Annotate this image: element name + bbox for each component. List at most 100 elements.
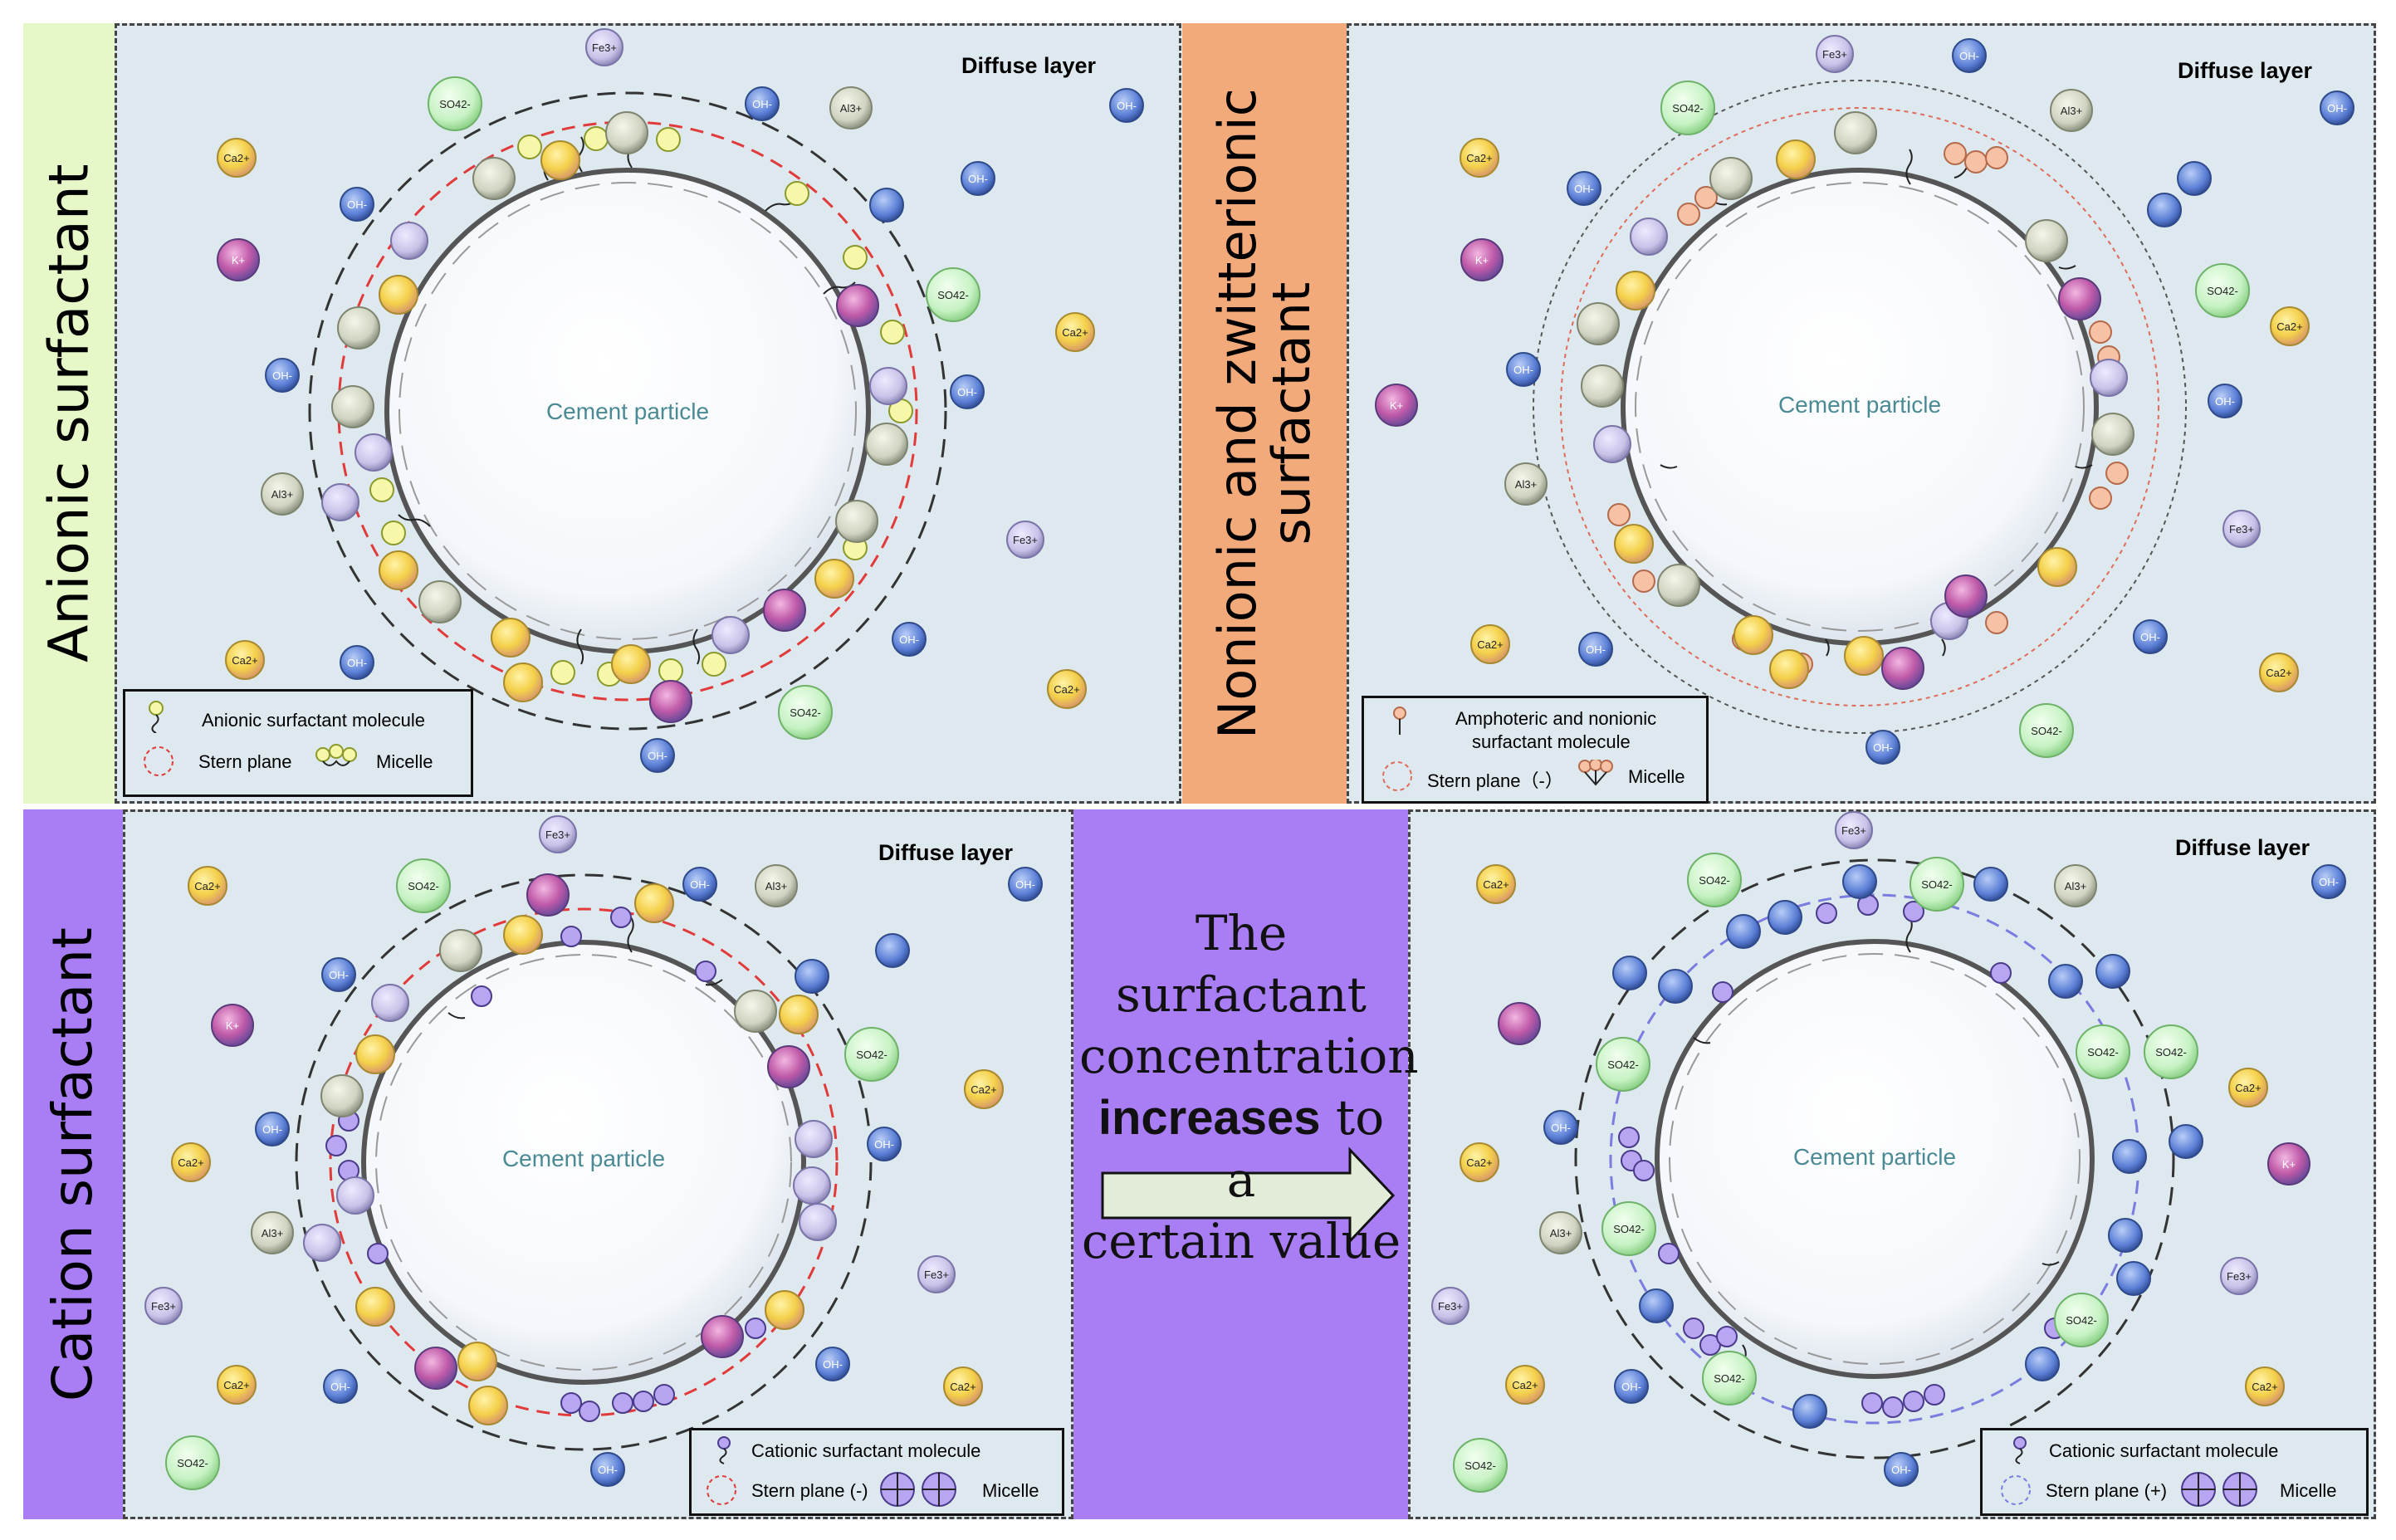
svg-text:K+: K+: [1475, 254, 1489, 266]
nonionic-particle: [1533, 80, 2187, 734]
svg-text:Ca2+: Ca2+: [194, 880, 220, 892]
so4-ions: [165, 76, 2250, 1493]
svg-text:OH-: OH-: [2319, 876, 2339, 888]
cation-strip: Cation surfactant: [23, 809, 123, 1519]
svg-text:Ca2+: Ca2+: [2252, 1381, 2277, 1393]
svg-text:Fe3+: Fe3+: [2229, 523, 2254, 535]
svg-text:SO42-: SO42-: [2031, 725, 2062, 737]
concentration-text-line3: increases to a: [1079, 1087, 1403, 1210]
svg-text:OH-: OH-: [1586, 643, 1606, 656]
fe-ions: [144, 28, 2261, 1325]
cation-legend-stern: Stern plane (-): [751, 1480, 868, 1501]
svg-text:Ca2+: Ca2+: [1062, 326, 1088, 339]
svg-text:SO42-: SO42-: [937, 289, 969, 301]
anionic-legend-molecule: Anionic surfactant molecule: [202, 710, 426, 731]
svg-text:Ca2+: Ca2+: [1483, 878, 1509, 891]
svg-text:SO42-: SO42-: [1699, 874, 1730, 887]
anionic-particle-label: Cement particle: [546, 398, 709, 424]
svg-text:OH-: OH-: [1959, 50, 1979, 62]
svg-text:SO42-: SO42-: [1672, 102, 1704, 115]
svg-text:Ca2+: Ca2+: [1512, 1379, 1538, 1391]
svg-text:Fe3+: Fe3+: [924, 1269, 949, 1281]
svg-text:OH-: OH-: [272, 369, 292, 382]
cation-stern-icon: [707, 1475, 736, 1505]
svg-text:SO42-: SO42-: [2066, 1314, 2097, 1327]
svg-text:OH-: OH-: [1873, 741, 1893, 754]
nonionic-micelle-icon: [1578, 760, 1613, 786]
concentration-text-line1: The surfactant: [1116, 905, 1367, 1023]
ca-ions: [171, 138, 2310, 1425]
oh-ions: [255, 38, 2354, 1487]
svg-text:Al3+: Al3+: [1550, 1227, 1572, 1239]
svg-text:SO42-: SO42-: [790, 706, 821, 719]
svg-text:OH-: OH-: [2327, 102, 2347, 115]
svg-text:SO42-: SO42-: [856, 1049, 887, 1061]
nonionic-particle-label: Cement particle: [1778, 392, 1941, 418]
nonionic-legend-micelle: Micelle: [1628, 766, 1685, 787]
anionic-strip: Anionic surfactant: [23, 23, 115, 804]
nonionic-legend-molecule-line2: surfactant molecule: [1472, 731, 1631, 752]
cation-high-legend-micelle: Micelle: [2280, 1480, 2337, 1501]
anionic-legend-micelle: Micelle: [376, 751, 433, 772]
svg-text:OH-: OH-: [598, 1464, 618, 1476]
cation-high-diffuse-label: Diffuse layer: [2175, 835, 2310, 860]
svg-text:OH-: OH-: [690, 878, 710, 891]
concentration-text-rest: to a: [1226, 1089, 1385, 1208]
svg-text:Fe3+: Fe3+: [1013, 534, 1038, 546]
svg-text:Fe3+: Fe3+: [545, 829, 570, 841]
anionic-micelle-icon: [315, 744, 357, 766]
svg-text:K+: K+: [1390, 399, 1403, 412]
svg-text:OH-: OH-: [752, 98, 772, 110]
anionic-legend-stern: Stern plane: [198, 751, 292, 772]
svg-text:OH-: OH-: [347, 198, 367, 211]
svg-text:SO42-: SO42-: [2207, 285, 2238, 297]
cation-micelle-icon: [880, 1472, 956, 1507]
cation-legend: Cationic surfactant molecule Stern plane…: [689, 1428, 1064, 1516]
al-ions: [251, 86, 2134, 1254]
cation-diffuse-label: Diffuse layer: [878, 840, 1014, 865]
svg-text:Al3+: Al3+: [2065, 880, 2086, 892]
svg-text:SO42-: SO42-: [177, 1457, 208, 1469]
cation-legend-molecule: Cationic surfactant molecule: [751, 1440, 981, 1461]
increase-arrow: [1101, 1146, 1396, 1244]
cation-high-micelle-icon: [2181, 1472, 2257, 1507]
svg-text:Ca2+: Ca2+: [1054, 683, 1079, 696]
svg-text:Ca2+: Ca2+: [223, 1379, 249, 1391]
anionic-molecule-icon: [149, 701, 164, 733]
nonionic-stern-icon: [1382, 761, 1412, 791]
svg-text:SO42-: SO42-: [408, 880, 439, 892]
svg-text:OH-: OH-: [1513, 364, 1533, 376]
cation-high-particle-label: Cement particle: [1793, 1144, 1956, 1170]
cation-molecule-icon: [717, 1436, 731, 1464]
nonionic-legend: Amphoteric and nonionic surfactant molec…: [1362, 696, 1709, 804]
cation-high-legend-stern: Stern plane (+): [2046, 1480, 2168, 1501]
svg-text:OH-: OH-: [330, 1381, 350, 1393]
nonionic-molecule-icon: [1393, 706, 1406, 735]
svg-text:OH-: OH-: [1621, 1381, 1641, 1393]
cation-particle: [295, 873, 873, 1451]
cation-legend-micelle: Micelle: [982, 1480, 1039, 1501]
svg-text:Ca2+: Ca2+: [178, 1156, 203, 1169]
svg-text:Fe3+: Fe3+: [1822, 48, 1847, 61]
svg-text:SO42-: SO42-: [1607, 1058, 1639, 1071]
nonionic-strip: Nonionic and zwitterionic surfactant: [1182, 23, 1347, 804]
svg-text:SO42-: SO42-: [1714, 1372, 1745, 1385]
svg-text:Fe3+: Fe3+: [2227, 1270, 2252, 1283]
svg-text:Ca2+: Ca2+: [223, 152, 249, 164]
svg-text:OH-: OH-: [1574, 183, 1594, 195]
svg-text:Fe3+: Fe3+: [592, 42, 617, 54]
svg-text:Fe3+: Fe3+: [1841, 824, 1866, 837]
cation-high-legend: Cationic surfactant molecule Stern plane…: [1980, 1428, 2369, 1516]
svg-text:Ca2+: Ca2+: [1466, 1156, 1492, 1169]
svg-text:Ca2+: Ca2+: [2235, 1082, 2261, 1094]
svg-text:OH-: OH-: [874, 1138, 894, 1151]
svg-text:OH-: OH-: [957, 386, 977, 398]
concentration-text-line4: certain value: [1081, 1213, 1401, 1269]
nonionic-legend-stern: Stern plane（-）: [1427, 770, 1563, 791]
svg-text:Fe3+: Fe3+: [1438, 1300, 1463, 1313]
concentration-text-line2: concentration: [1079, 1028, 1419, 1084]
surfactant-heads: [325, 126, 2129, 1422]
svg-text:Ca2+: Ca2+: [232, 654, 257, 667]
svg-text:OH-: OH-: [1117, 100, 1137, 112]
